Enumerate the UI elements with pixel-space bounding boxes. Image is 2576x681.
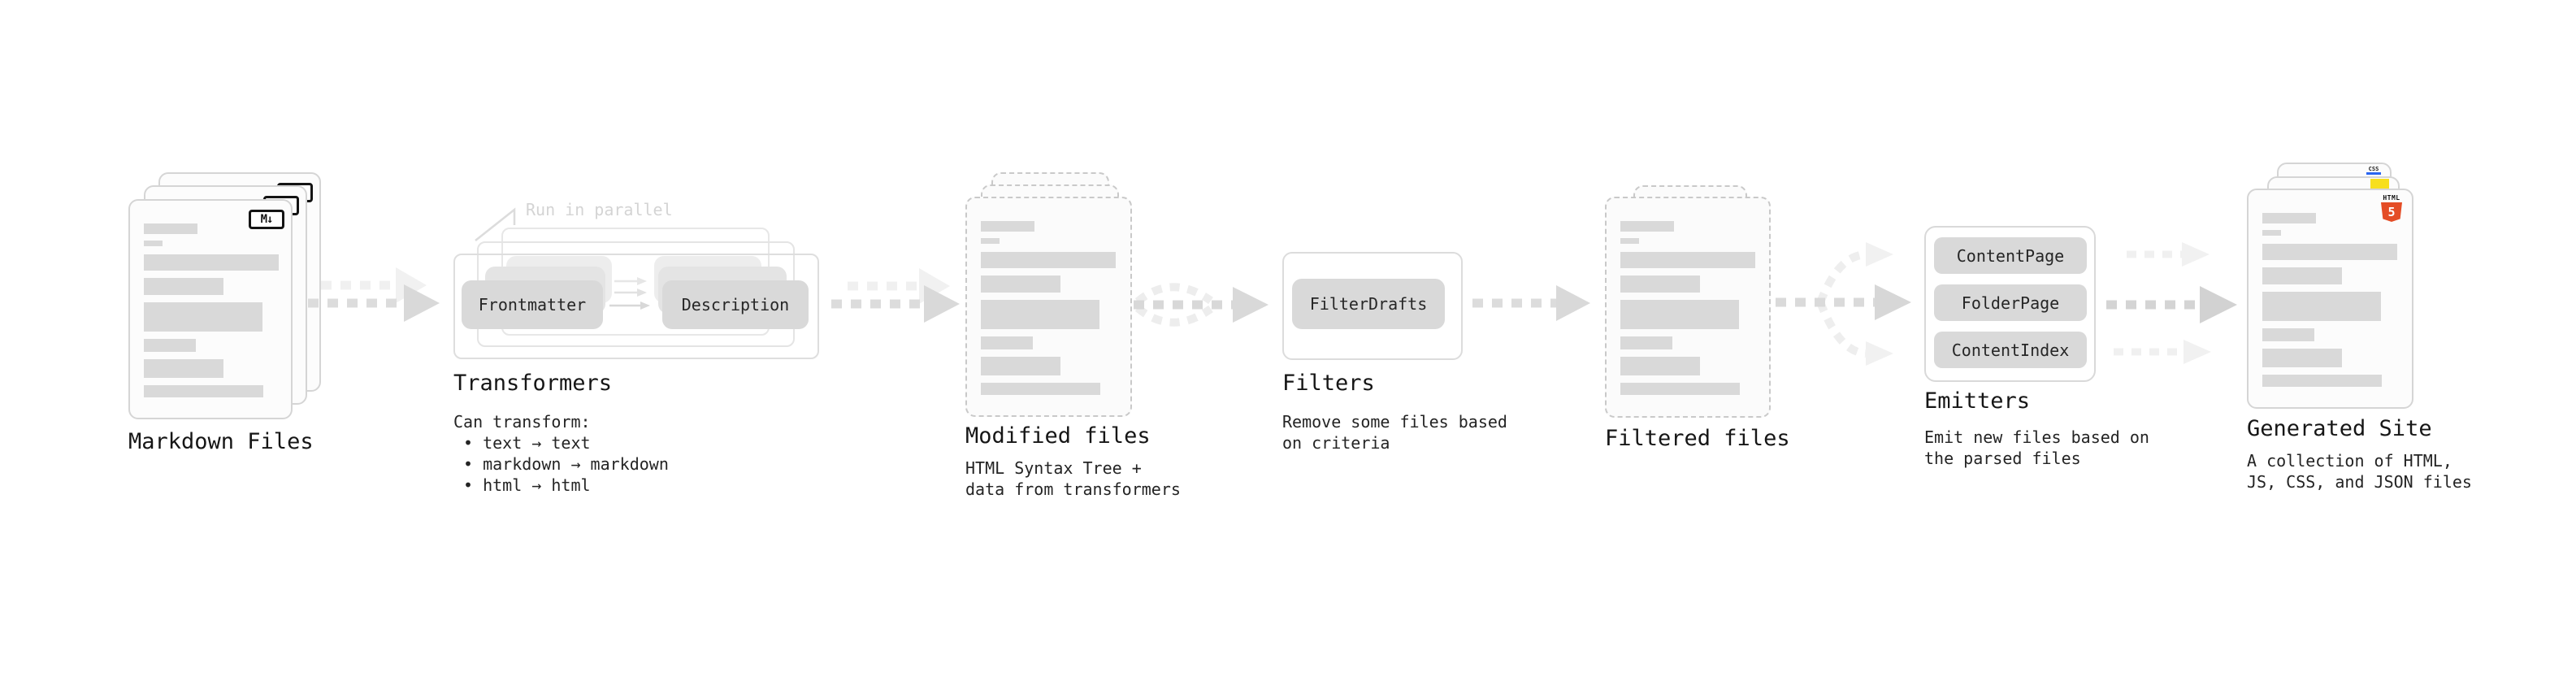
html5-icon: HTML 5 — [2381, 194, 2402, 222]
folderpage-pill: FolderPage — [1934, 284, 2087, 321]
markdown-files-label: Markdown Files — [128, 429, 314, 454]
site-file-card-html: HTML 5 — [2247, 189, 2413, 409]
arrow-filtered-to-emitters — [1776, 242, 1911, 366]
filtered-file-card-front — [1605, 197, 1771, 418]
run-in-parallel-label: Run in parallel — [526, 200, 673, 219]
modified-files-desc-line: HTML Syntax Tree + — [965, 458, 1142, 478]
emitters-label: Emitters — [1924, 388, 2031, 414]
generated-site-desc-line: A collection of HTML, — [2247, 451, 2452, 471]
arrow-emitters-to-site — [2106, 242, 2237, 364]
emitters-desc-line: Emit new files based on — [1924, 427, 2149, 447]
filters-desc-line: Remove some files based — [1282, 412, 1507, 432]
markdown-icon: M↓ — [249, 210, 284, 229]
js-icon — [2370, 179, 2389, 189]
transformers-bullet: • markdown → markdown — [463, 454, 669, 474]
document-placeholder-lines — [144, 223, 279, 397]
transformers-bullet: • text → text — [463, 433, 591, 453]
filtered-files-label: Filtered files — [1605, 426, 1790, 451]
generated-site-desc-line: JS, CSS, and JSON files — [2247, 472, 2472, 492]
modified-files-label: Modified files — [965, 423, 1151, 449]
css-icon: CSS — [2366, 166, 2382, 176]
markdown-file-card-front: M↓ — [128, 199, 293, 419]
document-placeholder-lines — [2262, 213, 2397, 387]
document-placeholder-lines — [981, 221, 1116, 395]
arrow-transformers-to-modified — [831, 268, 960, 323]
filters-desc-line: on criteria — [1282, 433, 1390, 453]
annotation-leader-line — [475, 207, 516, 241]
emitters-desc-line: the parsed files — [1924, 449, 2081, 468]
modified-file-card-front — [965, 197, 1132, 417]
parallel-transform-arrows — [609, 277, 650, 310]
description-pill: Description — [662, 280, 809, 329]
modified-files-desc-line: data from transformers — [965, 479, 1181, 499]
contentpage-pill: ContentPage — [1934, 237, 2087, 274]
arrow-markdown-to-transformers — [308, 267, 440, 322]
frontmatter-pill: Frontmatter — [462, 280, 603, 329]
transformers-bullet: • html → html — [463, 475, 591, 495]
arrow-filters-to-filtered — [1472, 285, 1590, 321]
arrow-modified-to-filters — [1134, 283, 1268, 327]
filterdrafts-pill: FilterDrafts — [1292, 279, 1445, 329]
document-placeholder-lines — [1620, 221, 1755, 395]
transformers-description: Can transform: — [453, 412, 591, 432]
transformers-label: Transformers — [453, 371, 613, 396]
filters-label: Filters — [1282, 371, 1375, 396]
generated-site-label: Generated Site — [2247, 416, 2432, 441]
contentindex-pill: ContentIndex — [1934, 332, 2087, 368]
transformer-box-front — [453, 254, 819, 359]
